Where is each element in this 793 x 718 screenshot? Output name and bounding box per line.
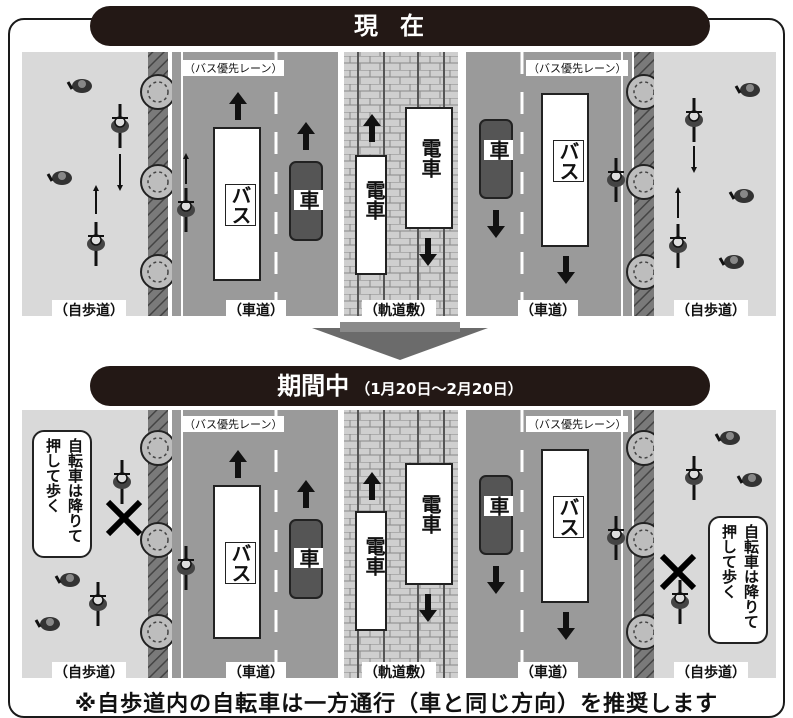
sidewalk-label: （自歩道） (674, 662, 748, 682)
tram-right (405, 107, 453, 229)
roadway-label: （車道） (518, 662, 578, 682)
period-title: 期間中 (277, 372, 350, 400)
scene-period (22, 410, 776, 678)
sidewalk-label: （自歩道） (52, 662, 126, 682)
tram-right (405, 463, 453, 585)
tram-label: 電車 (418, 138, 442, 178)
roadway-label: （車道） (226, 300, 286, 320)
tram-label: 電車 (362, 180, 386, 220)
tree (140, 614, 176, 650)
tree (140, 430, 176, 466)
bus-lane-label: （バス優先レーン） (526, 416, 629, 432)
car-label: 車 (294, 548, 323, 568)
transition-arrow (312, 328, 488, 360)
bus-label: バス (225, 542, 256, 584)
bus-lane-label: （バス優先レーン） (182, 60, 285, 76)
prohibition-x-mark-right (659, 553, 697, 591)
prohibition-x-mark-left (105, 499, 143, 537)
tree (140, 164, 176, 200)
track-label: （軌道敷） (362, 662, 436, 682)
current-title: 現在 (354, 12, 446, 40)
roadway-label: （車道） (226, 662, 286, 682)
car-label: 車 (484, 496, 513, 516)
tree (140, 74, 176, 110)
roadway-label: （車道） (518, 300, 578, 320)
car-label: 車 (484, 140, 513, 160)
current-banner: 現在 (90, 6, 710, 46)
bus-label: バス (225, 184, 256, 226)
sidewalk-label: （自歩道） (674, 300, 748, 320)
bus-label: バス (553, 496, 584, 538)
track-label: （軌道敷） (362, 300, 436, 320)
tram-label: 電車 (362, 536, 386, 576)
period-dates: （1月20日～2月20日） (355, 380, 523, 398)
tram-label: 電車 (418, 494, 442, 534)
bus-lane-label: （バス優先レーン） (526, 60, 629, 76)
tram-left (355, 511, 387, 631)
sidewalk-left (22, 52, 148, 316)
tree (140, 522, 176, 558)
footer-note: ※自歩道内の自転車は一方通行（車と同じ方向）を推奨します (74, 692, 719, 717)
bus-lane-label: （バス優先レーン） (182, 416, 285, 432)
car-label: 車 (294, 190, 323, 210)
scene-current (22, 52, 776, 316)
sidewalk-label: （自歩道） (52, 300, 126, 320)
tram-left (355, 155, 387, 275)
dismount-callout-left: 自転車は降りて押して歩く (32, 430, 92, 558)
period-banner: 期間中 （1月20日～2月20日） (90, 366, 710, 406)
sidewalk-right (654, 52, 776, 316)
dismount-callout-right: 自転車は降りて押して歩く (708, 516, 768, 644)
tree (140, 254, 176, 290)
bus-label: バス (553, 140, 584, 182)
